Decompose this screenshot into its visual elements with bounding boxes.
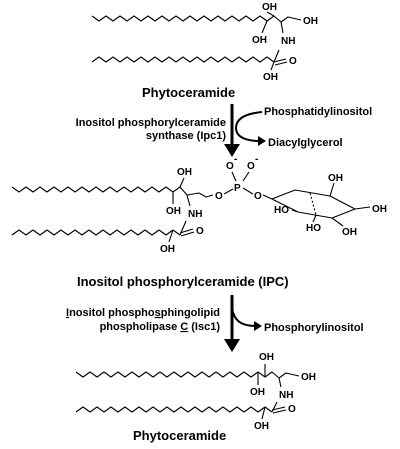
ipc-nh-bond xyxy=(186,194,191,207)
top-amide-bond xyxy=(273,49,280,63)
top-alpha-oh: OH xyxy=(263,72,278,83)
step2-product: Phosphorylinositol xyxy=(264,322,364,334)
inositol-oh-bond-4 xyxy=(291,209,299,213)
inositol-ho-bottom: HO xyxy=(306,223,321,234)
top-oh-1: OH xyxy=(303,16,318,27)
step1-arrowhead xyxy=(224,144,240,157)
ipc-minus-2: - xyxy=(255,154,258,165)
inositol-inner-bond xyxy=(309,192,317,216)
top-c4-bond xyxy=(261,20,268,34)
ipc-oh-3: OH xyxy=(177,167,192,178)
step2-line2-a: phospholipase xyxy=(100,321,181,333)
ipc-bridge-o1: O xyxy=(215,191,223,202)
inositol-oh-bond-2 xyxy=(354,206,371,210)
step1-enzyme-line2: synthase (Ipc1) xyxy=(146,130,226,142)
bottom-oh-3: OH xyxy=(259,352,274,363)
bottom-nh-bond xyxy=(278,377,282,388)
inositol-oh-right: OH xyxy=(372,204,387,215)
top-oh-4: OH xyxy=(252,35,267,46)
ipc-structure: OH OH NH O P O - O - O OH OH OH HO HO O … xyxy=(11,154,387,255)
bottom-amide-bond xyxy=(271,401,278,413)
inositol-oh-bond-3 xyxy=(331,217,344,227)
bottom-ch2oh-bond xyxy=(278,372,300,379)
top-amide-carbonyl-1 xyxy=(273,58,287,63)
bottom-sphingoid-chain xyxy=(75,371,280,379)
inositol-ho-left: HO xyxy=(274,205,289,216)
top-fatty-acid-chain xyxy=(91,56,275,63)
step2-line1-u2: s xyxy=(155,307,161,319)
ipc-c3-bond xyxy=(179,177,185,188)
top-carbonyl-o: O xyxy=(289,56,297,67)
step1-side-arrowhead xyxy=(258,136,266,146)
step2-arrowhead xyxy=(224,339,240,352)
top-alpha-oh-bond xyxy=(270,61,275,71)
bottom-alpha-oh-bond xyxy=(261,406,266,420)
top-nh-bond xyxy=(280,21,284,34)
bottom-oh-1: OH xyxy=(301,372,316,383)
bottom-phytoceramide-title: Phytoceramide xyxy=(133,428,226,443)
step2-enzyme-line2: phospholipase C (Isc1) xyxy=(100,321,221,333)
top-oh-3: OH xyxy=(262,2,277,13)
ipc-p-o-minus-1 xyxy=(231,171,237,182)
ipc-phosphorus: P xyxy=(234,183,241,194)
ipc-p-o2-bond xyxy=(242,187,254,195)
step1-reaction xyxy=(224,104,266,157)
ipc-minus-1: - xyxy=(234,154,237,165)
step2-line1-u1: I xyxy=(66,307,69,319)
ipc-fatty-acid-chain xyxy=(11,229,181,236)
ipc-carbonyl-1 xyxy=(179,228,194,234)
top-nh: NH xyxy=(281,36,295,47)
step2-side-arrowhead xyxy=(254,321,262,331)
ipc-bridge-o2: O xyxy=(254,191,262,202)
bottom-carbonyl-2 xyxy=(272,409,287,414)
step1-enzyme-line1: Inositol phosphorylceramide xyxy=(76,117,226,129)
ipc-o-minus-2: O xyxy=(247,161,255,172)
step2-line2-u: C xyxy=(180,321,188,333)
step2-enzyme-line1: Inositol phosphosphingolipid xyxy=(66,307,220,319)
step1-product: Diacylglycerol xyxy=(268,137,343,149)
top-amide-carbonyl-2 xyxy=(274,61,288,66)
bottom-carbonyl-o: O xyxy=(288,404,296,415)
bottom-alpha-oh: OH xyxy=(254,421,269,432)
step2-line2-b: (Isc1) xyxy=(188,321,220,333)
ipc-alpha-oh: OH xyxy=(160,244,175,255)
step1-substrate: Phosphatidylinositol xyxy=(264,106,372,118)
ipc-o-minus-1: O xyxy=(226,161,234,172)
step2-side-curve xyxy=(231,307,257,327)
inositol-oh-bond-5 xyxy=(312,214,317,223)
top-sphingoid-chain xyxy=(91,15,282,23)
bottom-nh: NH xyxy=(279,390,293,401)
step2-line1-a: nositol phospho xyxy=(69,307,155,319)
inositol-oh-top: OH xyxy=(328,173,343,184)
inositol-oh-bottom-right: OH xyxy=(342,227,357,238)
ipc-o-inositol-bond xyxy=(262,194,273,200)
step2-line1-b: phingolipid xyxy=(161,307,220,319)
step1-side-curve xyxy=(235,111,263,142)
ipc-carbonyl-2 xyxy=(180,231,195,237)
ipc-title: Inositol phosphorylceramide (IPC) xyxy=(77,274,289,289)
bottom-carbonyl-1 xyxy=(271,406,286,411)
bottom-oh-4: OH xyxy=(250,387,265,398)
top-c3-oh-bond xyxy=(266,11,275,17)
ipc-alpha-oh-bond xyxy=(168,229,174,243)
top-phytoceramide-title: Phytoceramide xyxy=(142,85,235,100)
top-ch2oh-bond xyxy=(280,16,302,23)
ipc-carbonyl-o: O xyxy=(196,226,204,237)
top-phytoceramide-structure: OH OH OH NH O OH xyxy=(91,2,318,83)
inositol-oh-bond-1 xyxy=(329,182,335,197)
ipc-oh-4: OH xyxy=(166,206,181,217)
ipc-nh: NH xyxy=(188,209,202,220)
bottom-phytoceramide-structure: OH OH OH NH O OH xyxy=(75,352,316,432)
step2-reaction xyxy=(224,295,262,352)
ipc-p-o-minus-2 xyxy=(242,171,250,182)
ipc-ch2o-bond xyxy=(186,192,214,198)
bottom-fatty-acid-chain xyxy=(75,406,273,413)
ipc-o-p-bond xyxy=(223,188,234,195)
ipc-sphingoid-chain xyxy=(11,186,188,196)
